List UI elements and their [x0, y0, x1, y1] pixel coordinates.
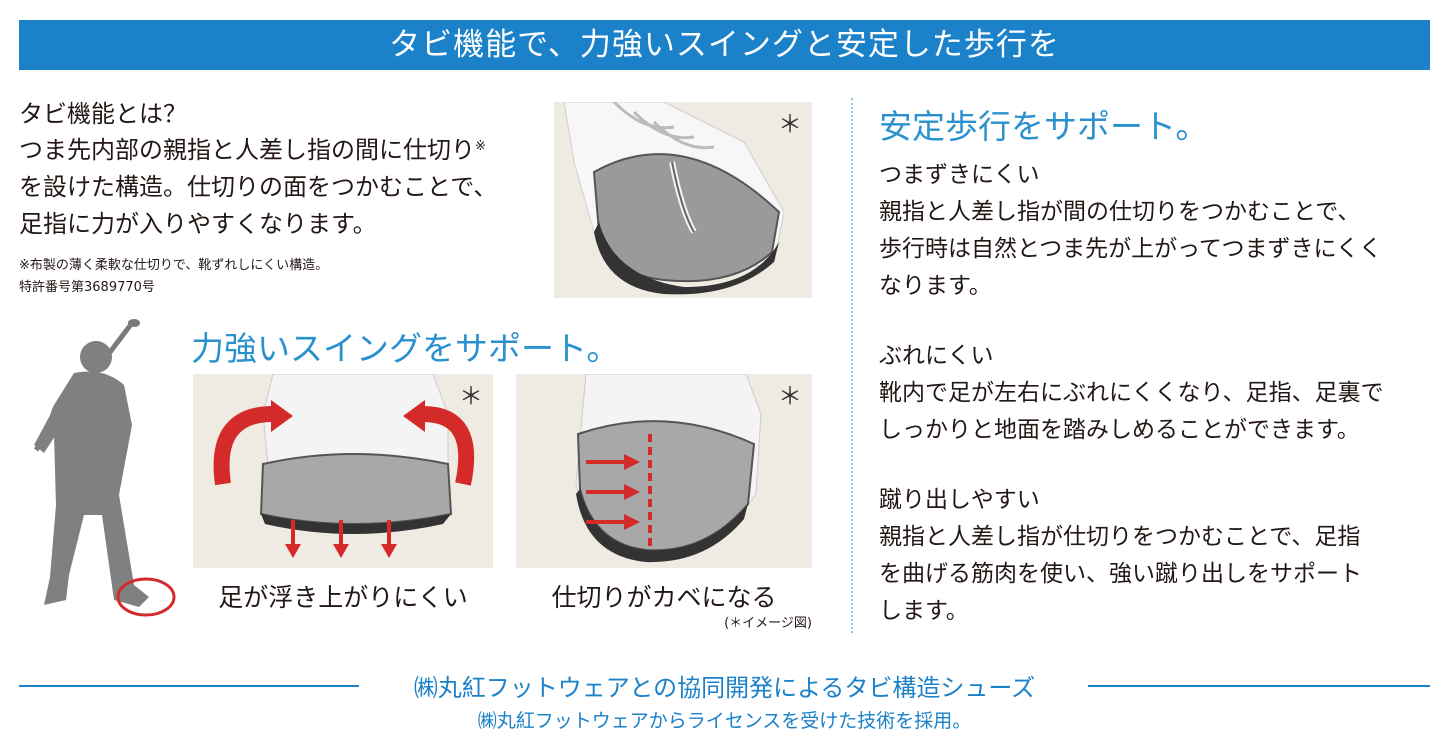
- tabi-desc-line2: を設けた構造。仕切りの面をつかむことで、: [19, 173, 498, 201]
- walk-heading: 安定歩行をサポート。: [879, 107, 1209, 146]
- section-wobble-line2: しっかりと地面を踏みしめることができます。: [879, 417, 1360, 443]
- swing-photo-1: ＊: [193, 374, 493, 568]
- tabi-desc-line1: つま先内部の親指と人差し指の間に仕切り※: [19, 134, 486, 167]
- tabi-question-title: タビ機能とは？: [19, 100, 187, 128]
- section-kick-line3: します。: [879, 598, 969, 624]
- footer-subtitle: ㈱丸紅フットウェアからライセンスを受けた技術を採用。: [477, 710, 972, 732]
- section-kick-title: 蹴り出しやすい: [879, 487, 1040, 513]
- section-kick-line1: 親指と人差し指が仕切りをつかむことで、足指: [879, 524, 1361, 550]
- tabi-desc-line1-text: つま先内部の親指と人差し指の間に仕切り: [19, 136, 475, 164]
- title-banner: タビ機能で、力強いスイングと安定した歩行を: [19, 20, 1430, 70]
- section-wobble-line1: 靴内で足が左右にぶれにくくなり、足指、足裏で: [879, 380, 1384, 406]
- footnote-text: ※布製の薄く柔軟な仕切りで、靴ずれしにくい構造。: [19, 258, 329, 273]
- partition-wall-illustration: [575, 374, 762, 563]
- golfer-silhouette-icon: [34, 319, 176, 617]
- asterisk-mark: ＊: [459, 382, 483, 410]
- toe-grip-illustration: [213, 374, 475, 558]
- section-trip-title: つまずきにくい: [879, 162, 1040, 188]
- section-trip-line2: 歩行時は自然とつま先が上がってつまずきにくく: [879, 236, 1383, 262]
- section-trip-line1: 親指と人差し指が間の仕切りをつかむことで、: [879, 199, 1361, 225]
- footer-title: ㈱丸紅フットウェアとの協同開発によるタビ構造シューズ: [413, 674, 1036, 702]
- caption-no-lift: 足が浮き上がりにくい: [218, 583, 468, 612]
- swing-photo-2: ＊: [516, 374, 812, 568]
- patent-number: 特許番号第3689770号: [19, 280, 155, 295]
- tabi-shoe-photo: ＊: [554, 102, 812, 298]
- asterisk-mark: ＊: [778, 382, 802, 410]
- section-wobble-title: ぶれにくい: [879, 343, 994, 369]
- footer-line-right: [1088, 685, 1430, 687]
- section-trip-line3: なります。: [879, 273, 992, 299]
- section-kick-line2: を曲げる筋肉を使い、強い蹴り出しをサポート: [879, 561, 1362, 587]
- footnote-mark: ※: [475, 139, 486, 154]
- tabi-desc-line3: 足指に力が入りやすくなります。: [19, 210, 377, 238]
- caption-wall: 仕切りがカベになる: [551, 583, 777, 612]
- asterisk-mark: ＊: [778, 110, 802, 138]
- image-note: (＊イメージ図): [724, 616, 812, 631]
- column-divider: [851, 98, 853, 633]
- swing-heading: 力強いスイングをサポート。: [191, 329, 620, 368]
- tabi-shoe-illustration: [563, 102, 785, 295]
- footer-line-left: [19, 685, 359, 687]
